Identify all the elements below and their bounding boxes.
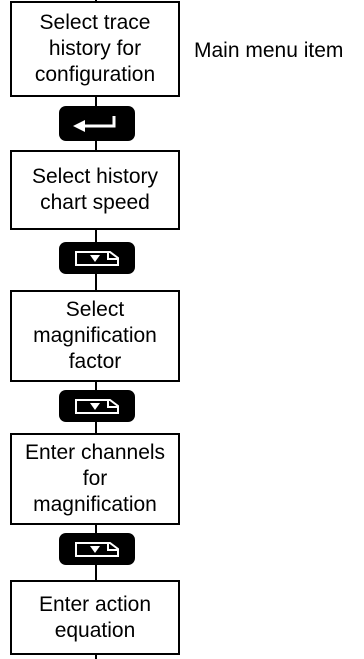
step-text-line: Enter action (38, 592, 152, 616)
step-text-line: Enter channels (24, 441, 166, 464)
page-down-key-icon (59, 533, 135, 565)
step-text-line: equation (54, 618, 136, 642)
step-text-line: magnification (33, 324, 157, 347)
main-menu-item-label: Main menu item (194, 39, 344, 62)
enter-arrow-icon (73, 115, 116, 132)
enter-key-icon (59, 106, 135, 141)
step-text-line: configuration (34, 63, 156, 86)
step-text-line: history for (48, 37, 142, 60)
step-text-line: Select trace (39, 11, 151, 34)
page-down-glyph-icon (75, 399, 119, 414)
step-text-line: Select (65, 298, 125, 321)
step-box-select-trace-history: Select trace history for configuration (10, 1, 180, 97)
step-text-line: magnification (33, 493, 157, 516)
page-down-glyph-icon (75, 542, 119, 557)
step-box-select-history-chart-speed: Select history chart speed (10, 150, 180, 230)
step-box-enter-action-equation: Enter action equation (10, 580, 180, 655)
step-text-line: Select history (31, 165, 159, 188)
page-down-key-icon (59, 390, 135, 422)
step-box-select-magnification-factor: Select magnification factor (10, 290, 180, 382)
page-down-glyph-icon (75, 251, 119, 266)
page-down-key-icon (59, 242, 135, 274)
step-text-line: factor (68, 350, 122, 373)
step-box-enter-channels-for-magnification: Enter channels for magnification (10, 433, 180, 525)
step-text-line: chart speed (40, 191, 150, 214)
step-text-line: for (82, 467, 108, 490)
